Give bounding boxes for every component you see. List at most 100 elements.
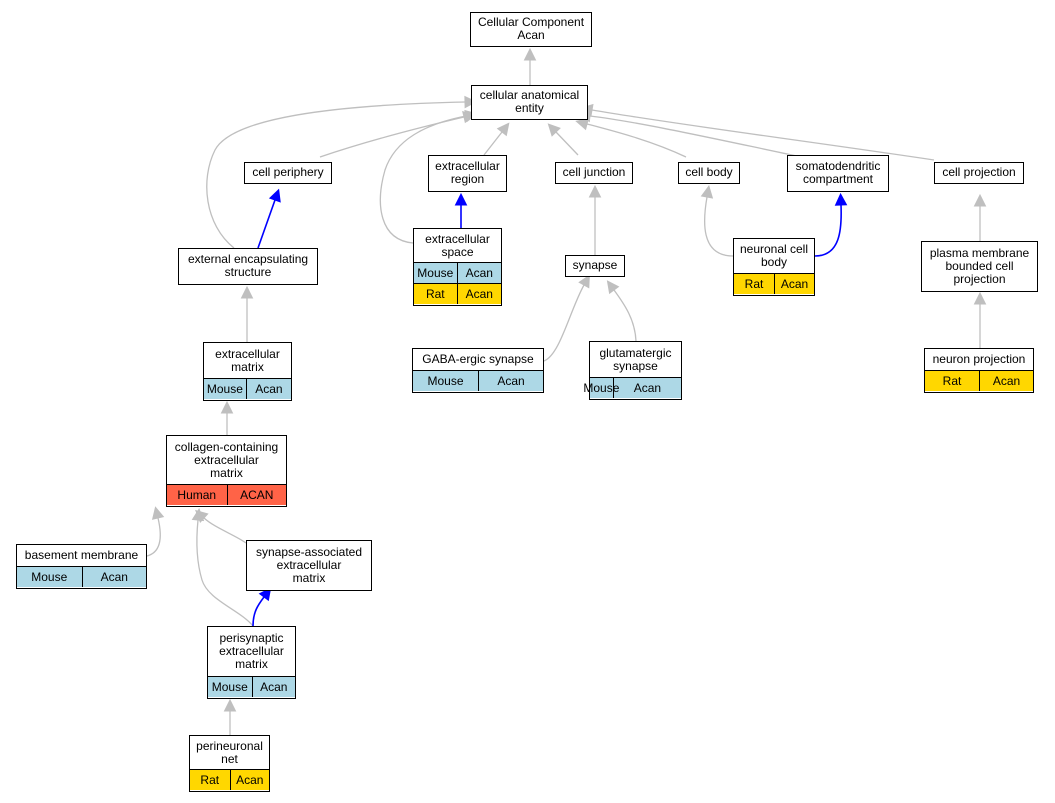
edge-periphery-to-cae bbox=[319, 110, 476, 158]
edge-neuproj-to-pmbcp bbox=[973, 291, 987, 348]
node-label: somatodendritic compartment bbox=[795, 159, 881, 187]
annotation-row: Mouse Acan bbox=[413, 370, 543, 392]
edge-cellbody-to-cae bbox=[575, 118, 687, 158]
edge-line bbox=[555, 131, 579, 156]
node-synapse[interactable]: synapse bbox=[565, 255, 625, 277]
node-ecregion[interactable]: extracellular region bbox=[428, 155, 507, 192]
arrowhead bbox=[575, 118, 590, 131]
arrowhead bbox=[240, 285, 254, 299]
node-label: cellular anatomical entity bbox=[479, 88, 580, 116]
species-cell: Rat bbox=[200, 773, 220, 788]
edges-layer bbox=[146, 47, 987, 735]
node-label: extracellular region bbox=[435, 159, 500, 187]
node-extenc[interactable]: external encapsulating structure bbox=[178, 248, 318, 285]
node-root[interactable]: Cellular Component Acan bbox=[470, 12, 592, 47]
edge-line bbox=[379, 115, 467, 244]
node-label: glutamatergic synapse bbox=[599, 345, 672, 373]
node-cae[interactable]: cellular anatomical entity bbox=[471, 85, 588, 120]
node-syn_ecm[interactable]: synapse-associated extracellular matrix bbox=[246, 540, 372, 591]
arrowhead bbox=[523, 47, 537, 61]
arrowhead bbox=[973, 291, 987, 305]
node-cc_ecm[interactable]: collagen-containing extracellular matrix… bbox=[166, 435, 287, 507]
edge-line bbox=[591, 109, 935, 161]
arrowhead bbox=[223, 698, 237, 712]
node-label: perisynaptic extracellular matrix bbox=[219, 631, 284, 672]
edge-cae-to-root bbox=[523, 47, 537, 85]
edge-gaba-to-synapse bbox=[543, 274, 590, 362]
edge-junction-to-cae bbox=[547, 123, 579, 156]
node-pmbcp[interactable]: plasma membrane bounded cell projection bbox=[921, 241, 1038, 292]
edge-line bbox=[319, 116, 465, 158]
gene-cell: Acan bbox=[456, 263, 501, 284]
species-cell: Rat bbox=[425, 287, 445, 302]
edge-line bbox=[483, 131, 503, 156]
edge-pmbcp-to-projection bbox=[973, 193, 987, 241]
node-label: plasma membrane bounded cell projection bbox=[929, 245, 1030, 286]
edge-line bbox=[252, 596, 265, 627]
edge-cc_ecm-to-ecm bbox=[220, 400, 234, 435]
gene-cell: Acan bbox=[478, 371, 543, 392]
arrowhead bbox=[151, 506, 165, 520]
node-label: cell junction bbox=[562, 165, 626, 180]
edge-extenc-to-periphery bbox=[257, 188, 281, 249]
gene-cell: Acan bbox=[229, 770, 270, 791]
edge-syn_ecm-to-cc_ecm bbox=[195, 509, 247, 544]
arrowhead bbox=[496, 122, 510, 137]
edge-peri_ecm-to-cc_ecm bbox=[191, 507, 254, 627]
edge-synapse-to-junction bbox=[588, 184, 602, 255]
gene-cell: Acan bbox=[979, 371, 1033, 392]
edge-line bbox=[703, 196, 734, 257]
edge-line bbox=[257, 199, 276, 249]
edge-extenc-to-cae bbox=[206, 95, 478, 249]
species-cell: Mouse bbox=[211, 680, 248, 695]
arrowhead bbox=[606, 280, 620, 295]
node-label: external encapsulating structure bbox=[187, 252, 309, 280]
arrowhead bbox=[547, 123, 561, 137]
node-junction[interactable]: cell junction bbox=[555, 162, 633, 184]
edge-line bbox=[196, 519, 254, 627]
arrowhead bbox=[834, 192, 848, 206]
node-label: perineuronal net bbox=[196, 738, 263, 766]
species-cell: Mouse bbox=[583, 381, 620, 396]
edge-line bbox=[589, 115, 798, 157]
edge-projection-to-cae bbox=[580, 103, 935, 161]
node-projection[interactable]: cell projection bbox=[934, 162, 1024, 184]
node-label: extracellular space bbox=[425, 231, 490, 259]
species-cell: Mouse bbox=[31, 570, 68, 585]
gene-cell: Acan bbox=[774, 274, 814, 295]
edge-glut-to-synapse bbox=[606, 280, 637, 342]
node-label: synapse-associated extracellular matrix bbox=[255, 544, 363, 585]
node-label: GABA-ergic synapse bbox=[422, 352, 534, 367]
arrowhead bbox=[578, 274, 590, 289]
annotation-row: Rat Acan bbox=[190, 769, 270, 791]
node-label: cell periphery bbox=[252, 165, 324, 180]
edge-pnn-to-peri_ecm bbox=[223, 698, 237, 735]
node-cellbody[interactable]: cell body bbox=[678, 162, 740, 184]
arrowhead bbox=[588, 184, 602, 198]
arrowhead bbox=[973, 193, 987, 207]
node-somato[interactable]: somatodendritic compartment bbox=[787, 155, 889, 192]
node-periphery[interactable]: cell periphery bbox=[244, 162, 332, 184]
species-cell: Mouse bbox=[427, 374, 464, 389]
arrowhead bbox=[464, 95, 478, 109]
node-label: synapse bbox=[572, 258, 618, 273]
arrowhead bbox=[700, 185, 714, 199]
